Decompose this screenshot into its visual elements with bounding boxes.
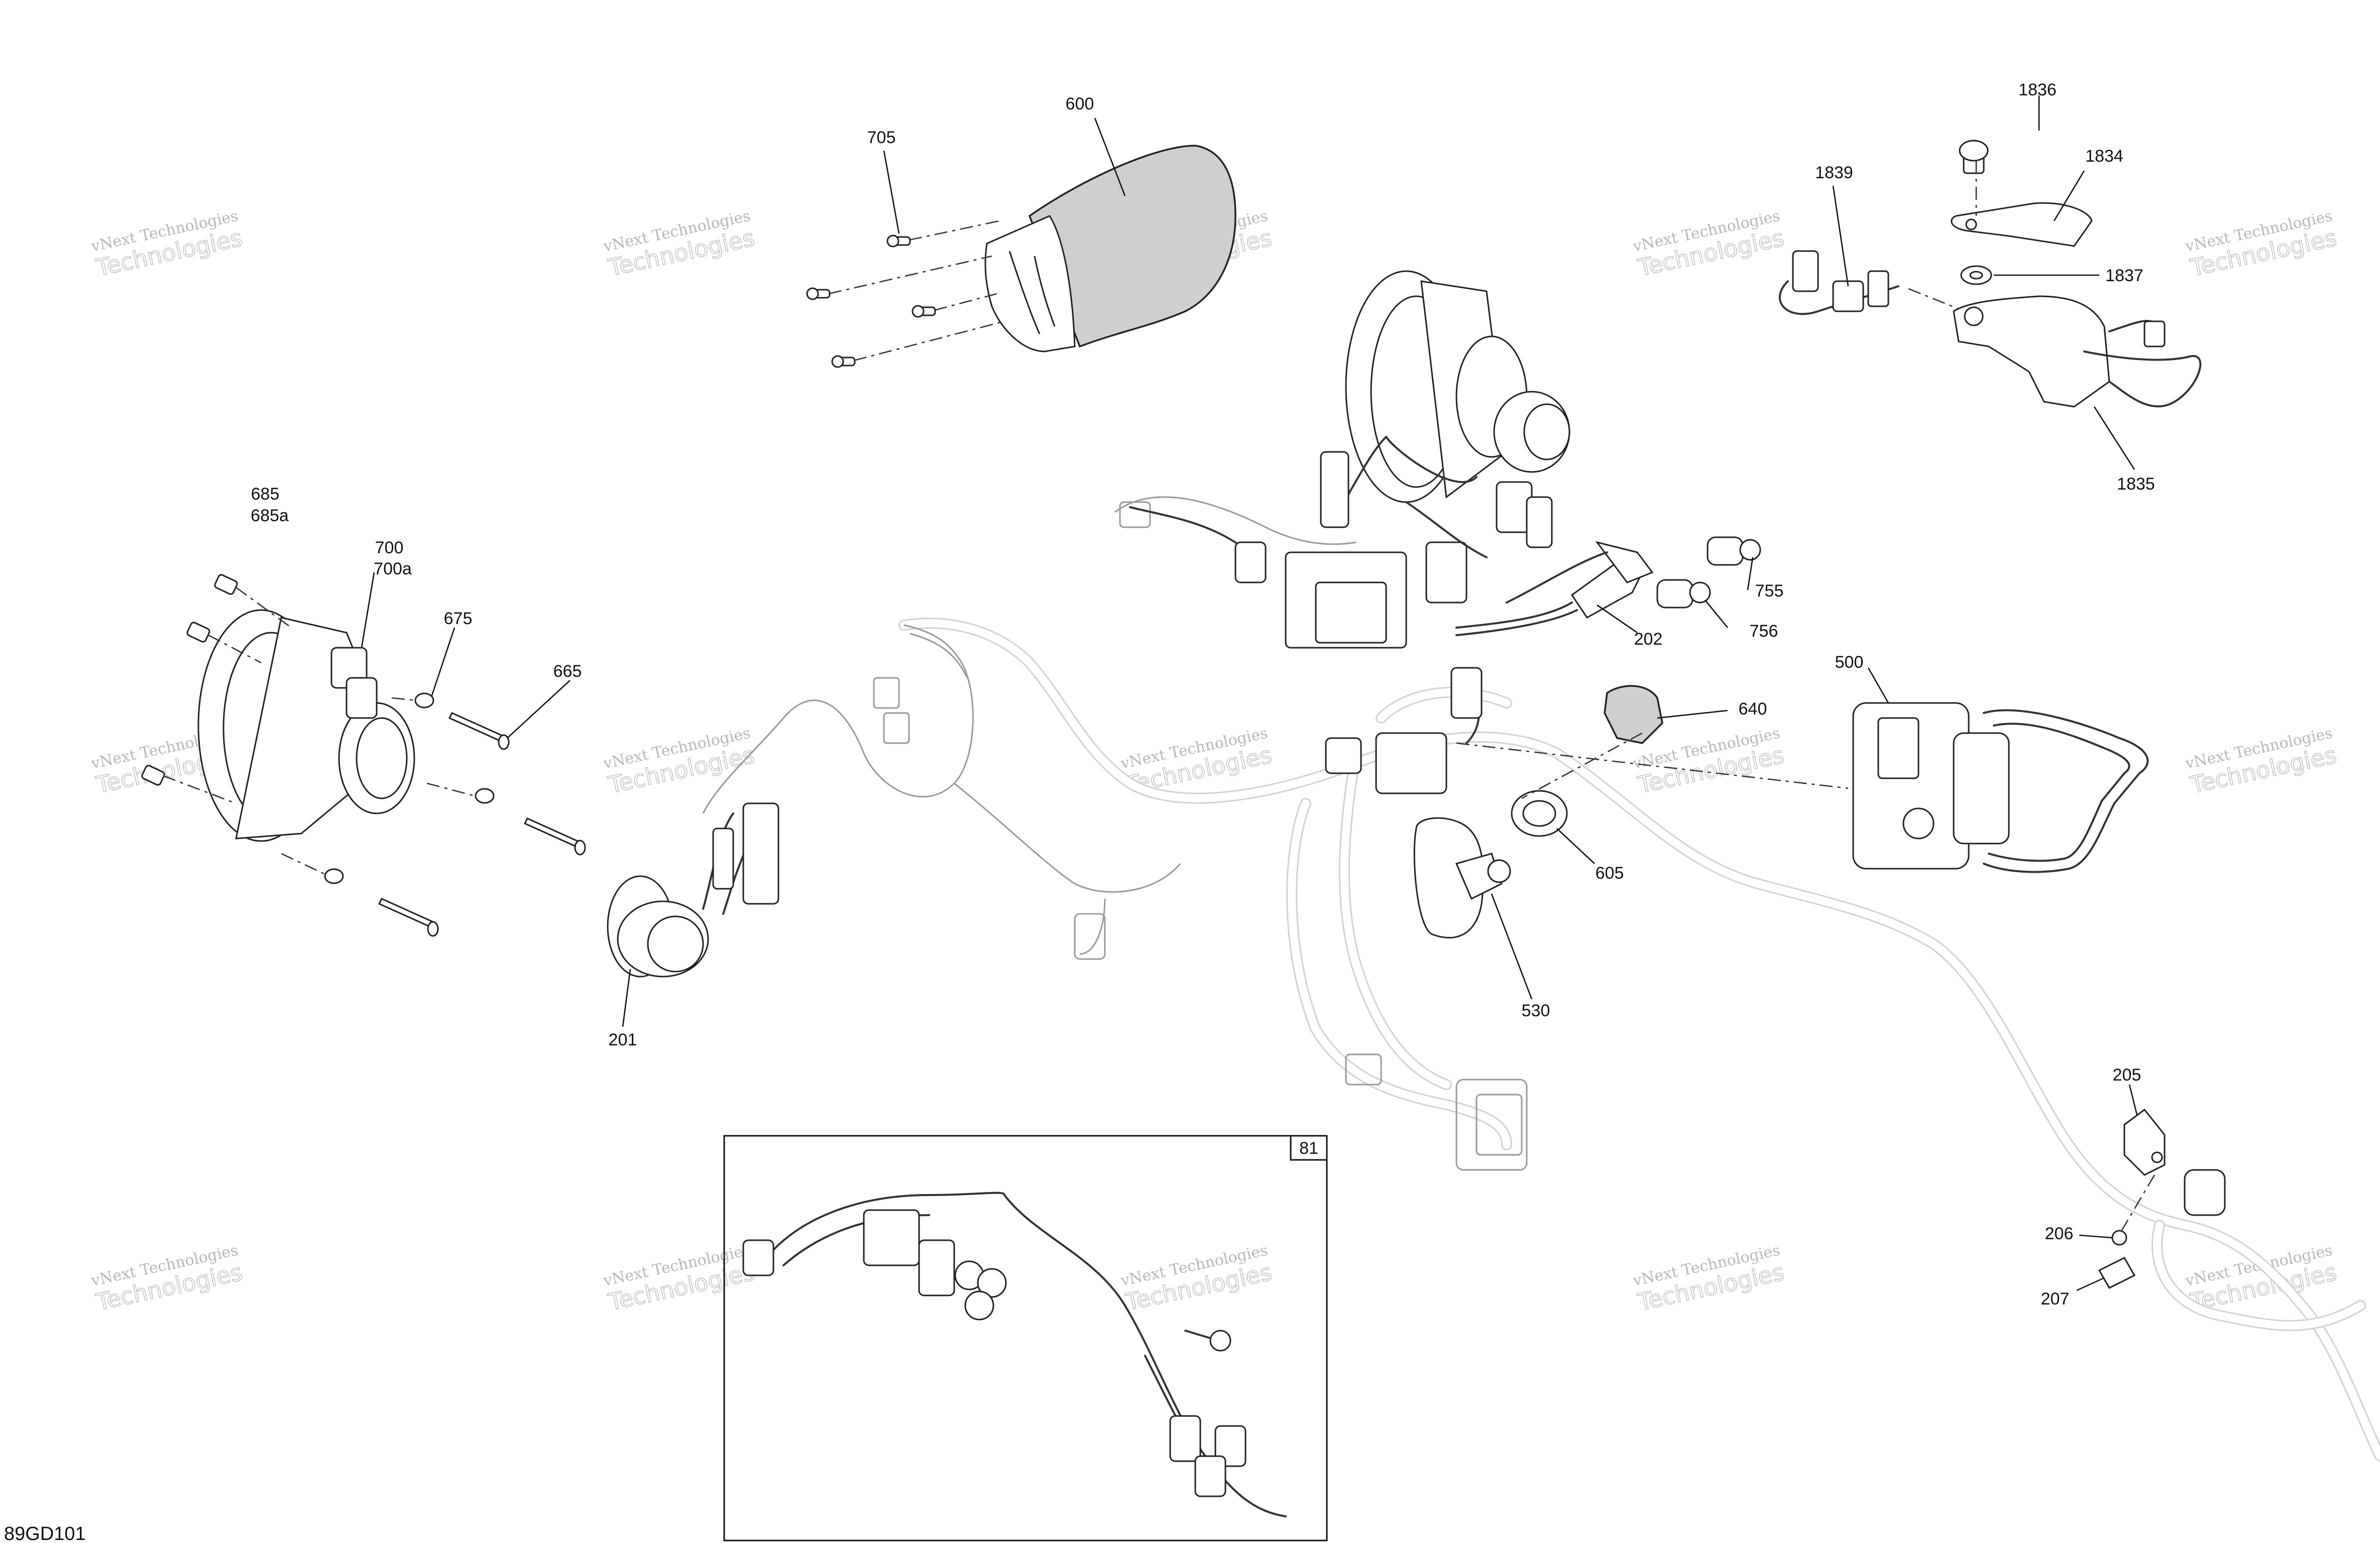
watermark: vNext Technologies Technologies — [1631, 207, 1787, 282]
watermark: vNext Technologies Technologies — [602, 207, 757, 282]
watermark: vNext Technologies Technologies — [602, 725, 757, 799]
callout-1835: 1835 — [2117, 474, 2155, 494]
horn-201 — [607, 802, 779, 978]
watermark: vNext Technologies Technologies — [2184, 207, 2339, 282]
callout-1836: 1836 — [2018, 80, 2057, 99]
callout-207: 207 — [2041, 1289, 2070, 1309]
callout-1834: 1834 — [2085, 147, 2123, 166]
washer-675 — [414, 692, 434, 708]
callout-700: 700 — [375, 538, 404, 557]
callout-605: 605 — [1596, 864, 1624, 883]
switch-640 — [1604, 685, 1663, 744]
callout-1837: 1837 — [2105, 266, 2143, 285]
watermark: vNext Technologies Technologies — [2184, 1242, 2339, 1317]
callout-205: 205 — [2113, 1065, 2141, 1085]
inset-81: 81 — [723, 1135, 1328, 1541]
callout-665: 665 — [553, 662, 582, 681]
callout-640: 640 — [1739, 699, 1767, 719]
key-switch-530 — [1413, 817, 1485, 938]
watermark: vNext Technologies Technologies — [89, 1242, 245, 1317]
headlight-cover — [984, 145, 1236, 352]
callouts: 600 705 1836 1834 1839 1837 1835 685 685… — [251, 80, 2155, 1309]
ignition-parts — [1413, 685, 1663, 938]
clip-207 — [2098, 1257, 2136, 1289]
washer-675 — [475, 788, 495, 804]
callout-685: 685 — [251, 485, 280, 504]
washer-675 — [324, 868, 344, 884]
leader-lines — [361, 95, 2138, 1291]
callout-700a: 700a — [374, 559, 412, 578]
left-headlight — [141, 574, 586, 937]
handlebar-control — [1778, 140, 2202, 408]
callout-500: 500 — [1835, 653, 1864, 672]
watermark: vNext Technologies Technologies — [2184, 725, 2339, 799]
cover-600 — [1028, 145, 1236, 348]
plate-1834 — [1951, 202, 2093, 247]
cover-frame — [984, 215, 1076, 352]
headlight-assembly — [1129, 270, 1570, 794]
main-harness — [702, 496, 2380, 1462]
bulb-756 — [1656, 579, 1693, 609]
watermark: vNext Technologies Technologies — [602, 1242, 757, 1317]
nut-206 — [2111, 1230, 2127, 1246]
bolt-665 — [523, 817, 579, 847]
bulb-sockets — [1455, 536, 1761, 636]
watermark: vNext Technologies Technologies — [1119, 1242, 1275, 1317]
lever-1835 — [1953, 295, 2110, 408]
callout-756: 756 — [1750, 622, 1778, 641]
bolt-665 — [448, 712, 504, 742]
inset-label: 81 — [1299, 1139, 1318, 1158]
watermark: vNext Technologies Technologies — [1631, 1242, 1787, 1317]
callout-705: 705 — [867, 128, 896, 147]
watermark: vNext Technologies Technologies — [1631, 725, 1787, 799]
callout-600: 600 — [1066, 94, 1094, 113]
callout-206: 206 — [2045, 1224, 2074, 1243]
stud-685 — [214, 574, 238, 595]
switch-unit-500 — [1456, 702, 2149, 873]
bolt-665 — [378, 898, 433, 927]
diagram-code: 89GD101 — [4, 1523, 86, 1543]
bracket-205 — [2098, 1108, 2166, 1289]
screws-705 — [806, 220, 1005, 368]
watermark: vNext Technologies Technologies — [89, 207, 245, 282]
stud-685 — [186, 622, 210, 643]
stud-685 — [141, 765, 165, 786]
bulb-755 — [1707, 536, 1744, 566]
callout-1839: 1839 — [1815, 163, 1853, 182]
callout-675: 675 — [444, 609, 473, 628]
callout-202: 202 — [1634, 630, 1663, 649]
connector-1839 — [1832, 280, 1864, 312]
callout-201: 201 — [609, 1030, 637, 1049]
callout-685a: 685a — [251, 506, 289, 525]
callout-530: 530 — [1522, 1001, 1550, 1020]
callout-755: 755 — [1755, 581, 1784, 601]
